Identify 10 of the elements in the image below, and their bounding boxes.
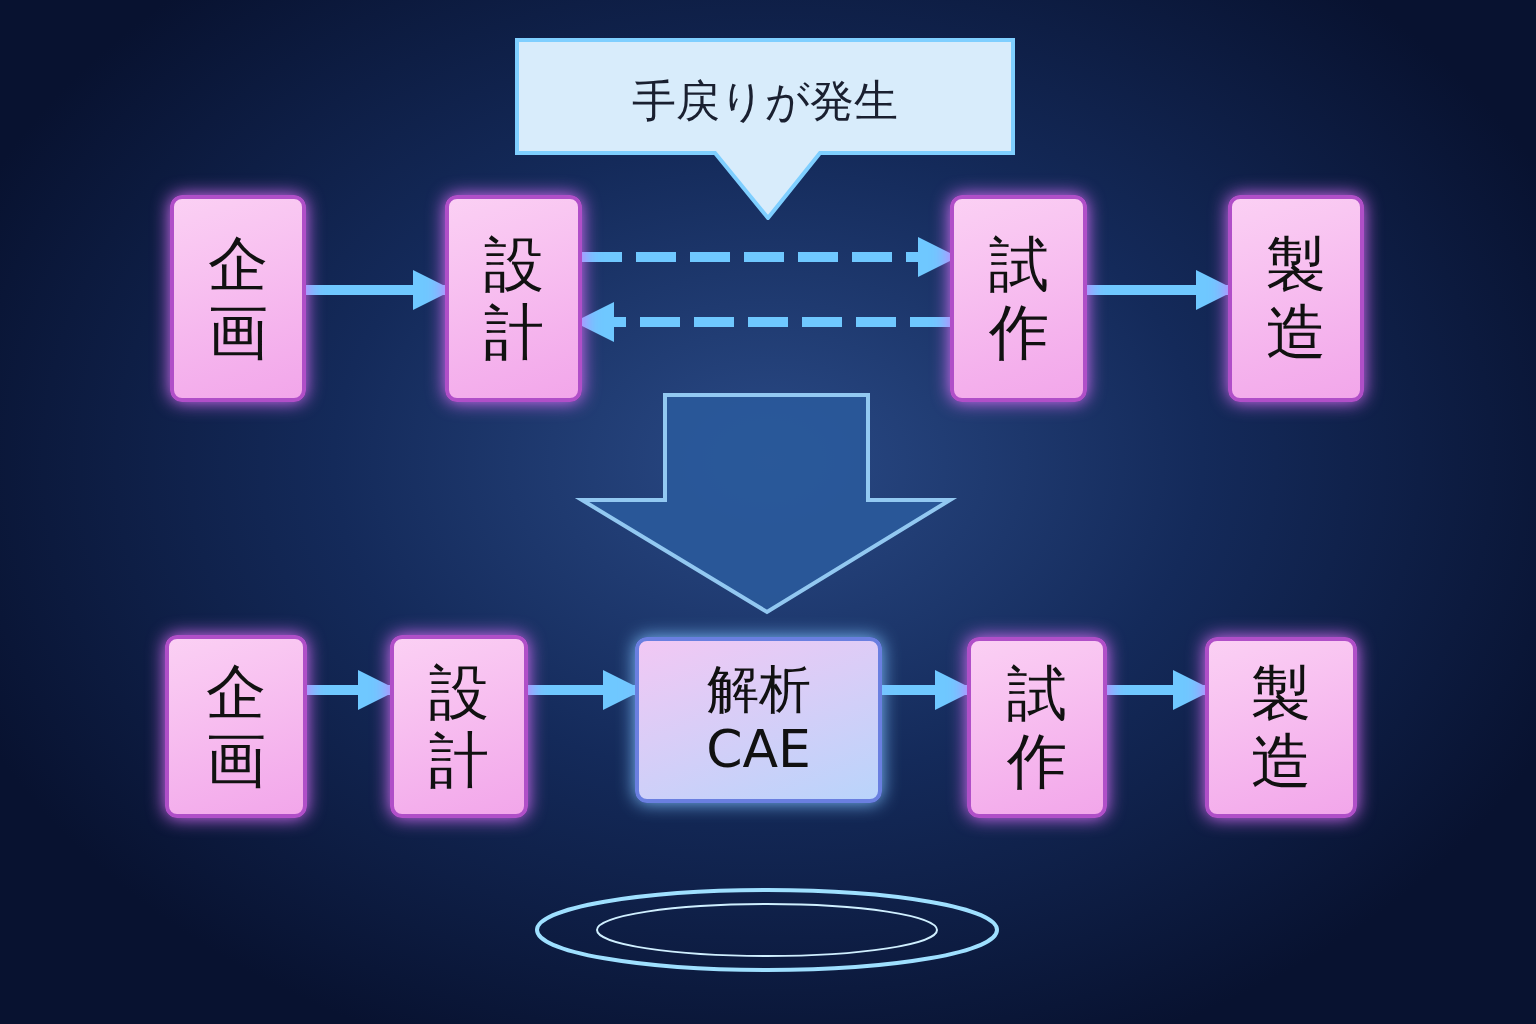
process-box: 企画 <box>165 635 307 818</box>
analysis-box: 解析 CAE <box>635 637 882 803</box>
process-box: 試作 <box>950 195 1087 402</box>
callout-box: 手戻りが発生 <box>515 38 1015 220</box>
process-box: 製造 <box>1228 195 1364 402</box>
process-box: 企画 <box>170 195 306 402</box>
process-box: 設計 <box>445 195 582 402</box>
process-box: 試作 <box>967 637 1107 818</box>
process-box: 設計 <box>390 635 528 818</box>
process-box: 製造 <box>1205 637 1357 818</box>
